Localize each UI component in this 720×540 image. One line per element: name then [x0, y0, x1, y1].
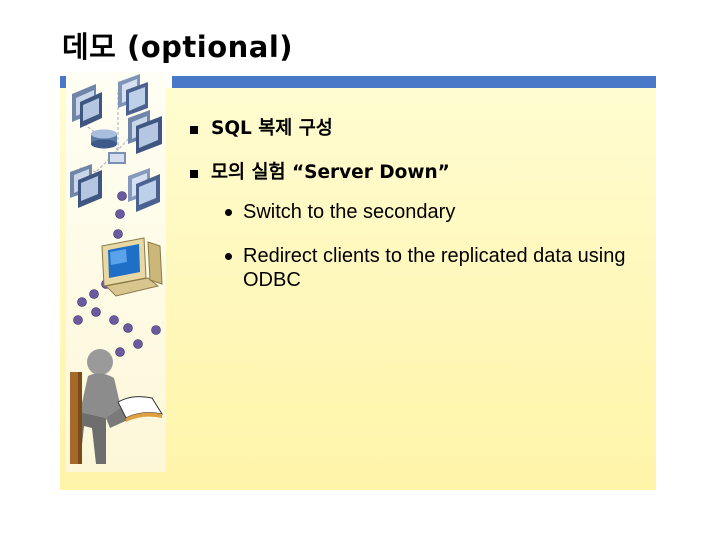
database-icon: [91, 129, 117, 149]
sub-bullet-text: Switch to the secondary: [243, 201, 456, 223]
square-bullet-icon: [190, 126, 198, 134]
person-reading-icon: [70, 349, 164, 464]
network-clipart: [66, 72, 166, 472]
network-node-icon: [108, 152, 126, 164]
workstation-icon: [101, 237, 163, 297]
round-bullet-icon: [225, 209, 232, 216]
square-bullet-icon: [190, 170, 198, 178]
slide-title: 데모 (optional): [62, 30, 294, 64]
sub-bullet-item: Redirect clients to the replicated data …: [188, 244, 648, 292]
title-rule: [172, 76, 656, 88]
bullet-item: 모의 실험 “Server Down”: [188, 160, 648, 186]
bullet-text: 모의 실험 “Server Down”: [211, 162, 450, 183]
server-stack-icon: [70, 164, 102, 208]
bullet-item: SQL 복제 구성: [188, 116, 648, 142]
sub-bullet-text: Redirect clients to the replicated data …: [243, 245, 626, 291]
sub-bullet-list: Switch to the secondary Redirect clients…: [188, 200, 648, 292]
server-stack-icon: [72, 84, 102, 128]
server-stack-icon: [128, 110, 162, 154]
bullet-text: SQL 복제 구성: [211, 118, 333, 139]
title-rule-accent: [60, 76, 66, 88]
server-stack-icon: [128, 168, 160, 212]
network-illustration: [70, 74, 164, 464]
sub-bullet-item: Switch to the secondary: [188, 200, 648, 224]
bullet-list: SQL 복제 구성 모의 실험 “Server Down” Switch to …: [188, 116, 648, 292]
round-bullet-icon: [225, 253, 232, 260]
server-stack-icon: [118, 74, 148, 116]
